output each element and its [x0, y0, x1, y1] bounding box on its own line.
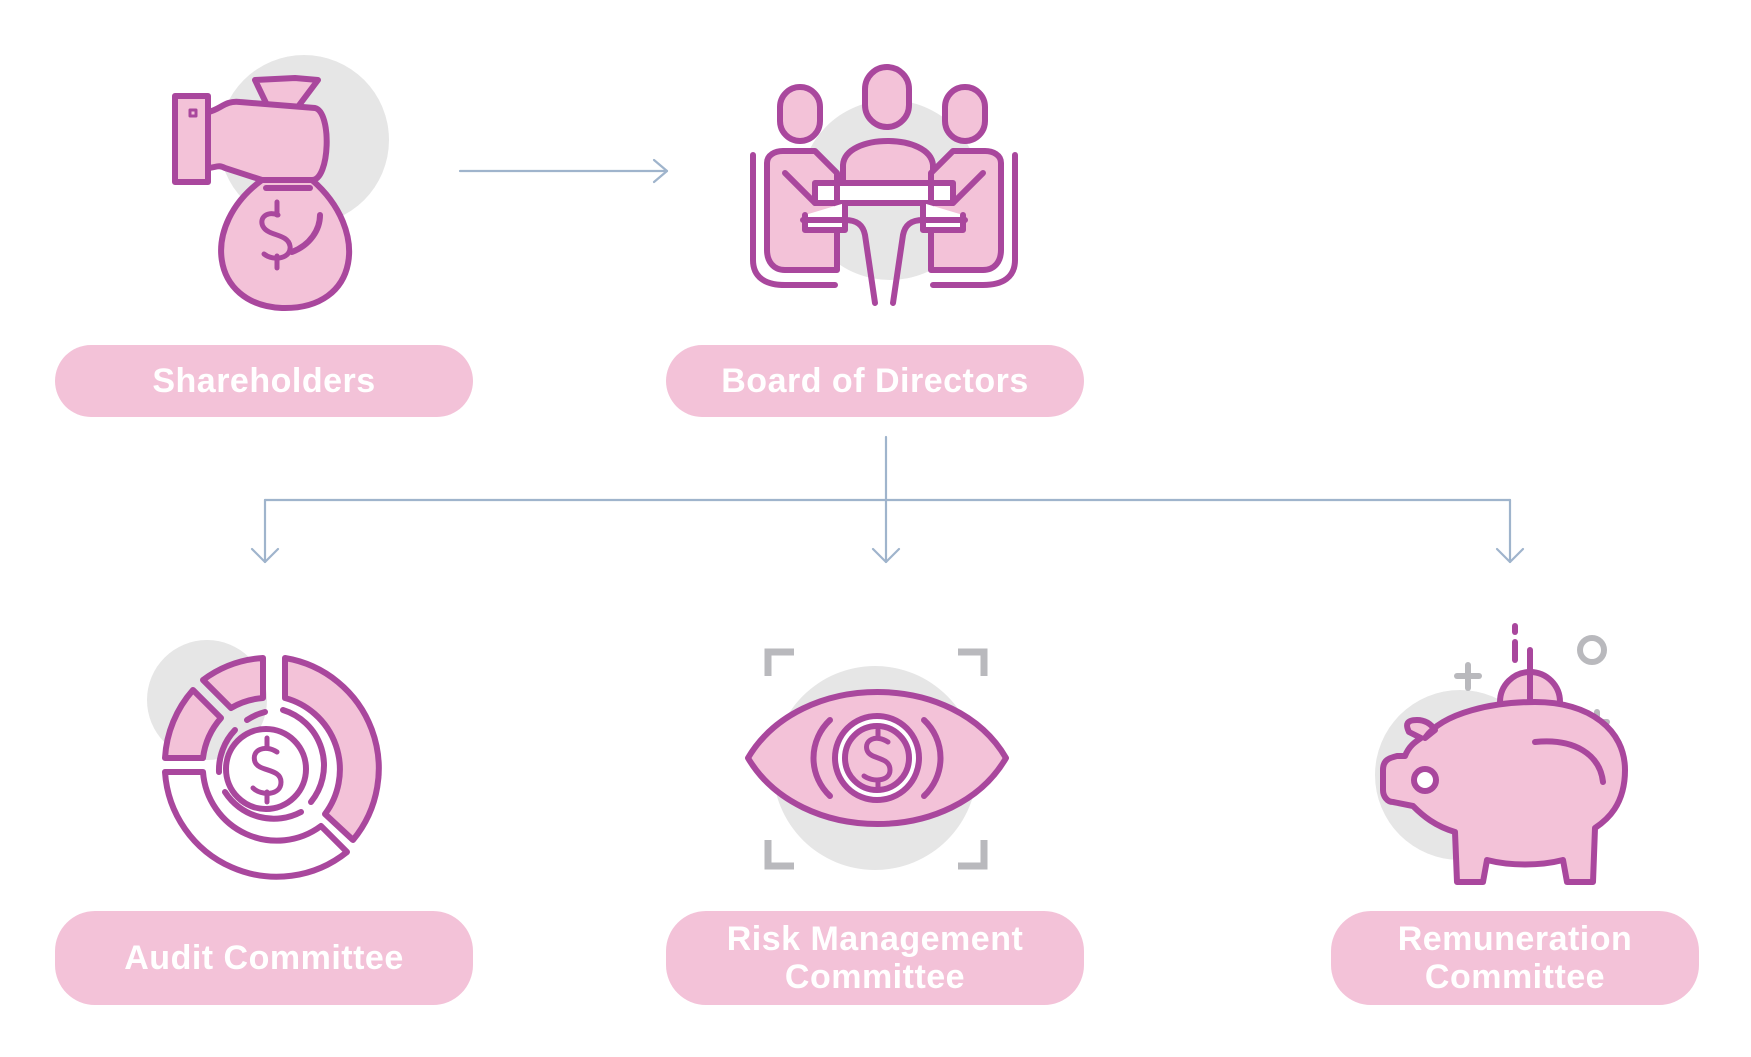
node-shareholders-label: Shareholders [152, 361, 376, 400]
arrow-shareholders-to-board [458, 158, 669, 184]
node-audit-label: Audit Committee [124, 938, 404, 977]
node-audit-committee: Audit Committee [55, 911, 473, 1005]
board-meeting-icon [745, 55, 1025, 315]
arrow-board-to-committees [250, 435, 1525, 564]
node-remuneration-label-line1: Remuneration [1397, 919, 1633, 958]
node-board-label: Board of Directors [721, 361, 1029, 400]
node-risk-management-committee: Risk Management Committee [666, 911, 1084, 1005]
node-board-of-directors: Board of Directors [666, 345, 1084, 417]
piggy-bank-icon [1365, 620, 1635, 900]
node-remuneration-committee: Remuneration Committee [1331, 911, 1699, 1005]
node-remuneration-label-line2: Committee [1424, 958, 1606, 996]
money-bag-hand-icon [170, 40, 390, 320]
donut-chart-dollar-icon [135, 630, 395, 890]
node-risk-label-line2: Committee [784, 958, 966, 996]
eye-dollar-icon [740, 640, 1015, 880]
node-shareholders: Shareholders [55, 345, 473, 417]
node-risk-label-line1: Risk Management [726, 919, 1024, 958]
